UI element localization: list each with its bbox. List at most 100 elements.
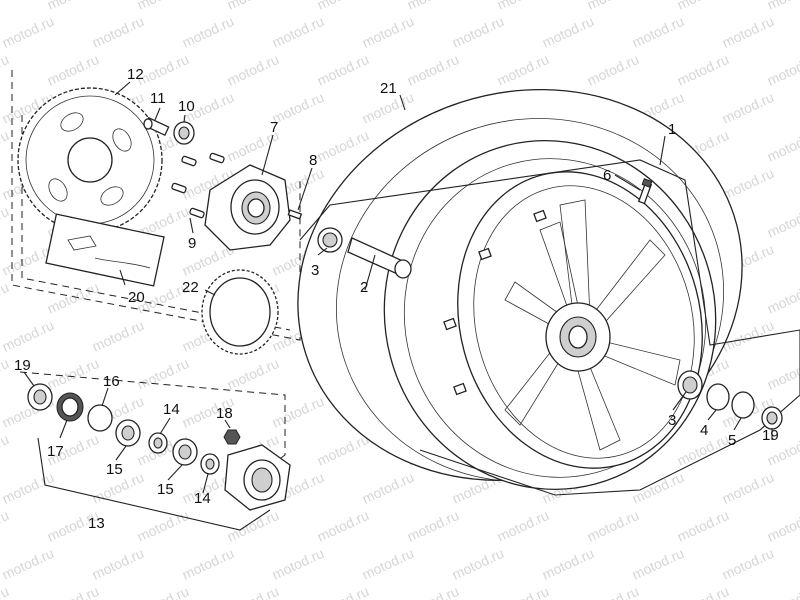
watermark-text: motod.ru [135,355,192,393]
callout-2: 2 [360,279,368,296]
nut [223,429,241,445]
watermark-text: motod.ru [585,583,642,600]
watermark-text: motod.ru [315,583,372,600]
watermark-text: motod.ru [405,583,462,600]
bearing-left [317,227,343,253]
watermark-text: motod.ru [45,0,102,13]
dust-cap-left [27,383,53,411]
watermark-text: motod.ru [540,13,597,51]
sprocket-carrier [204,164,291,251]
watermark-text: motod.ru [90,13,147,51]
watermark-text: motod.ru [450,545,507,583]
sprocket [17,87,163,233]
watermark-text: motod.ru [270,13,327,51]
watermark-text: motod.ru [0,355,11,393]
callout-3b: 3 [668,412,676,429]
watermark-text: motod.ru [630,469,687,507]
watermark-text: motod.ru [585,51,642,89]
watermark-text: motod.ru [630,545,687,583]
watermark-text: motod.ru [0,279,11,317]
watermark-text: motod.ru [720,13,777,51]
dust-cap-right [761,406,783,430]
watermark-text: motod.ru [765,279,800,317]
watermark-text: motod.ru [45,583,102,600]
watermark-text: motod.ru [765,51,800,89]
watermark-text: motod.ru [585,0,642,13]
bearing-hub-2 [172,438,198,466]
watermark-text: motod.ru [630,13,687,51]
watermark-text: motod.ru [225,583,282,600]
watermark-text: motod.ru [720,469,777,507]
abs-tone-ring [201,269,279,355]
watermark-text: motod.ru [135,583,192,600]
callout-4: 4 [700,422,708,439]
watermark-text: motod.ru [315,0,372,13]
callout-12: 12 [127,66,144,83]
watermark-text: motod.ru [180,545,237,583]
callout-6: 6 [603,167,611,184]
watermark-text: motod.ru [495,0,552,13]
watermark-text: motod.ru [495,51,552,89]
callout-19a: 19 [14,357,31,374]
watermark-text: motod.ru [495,507,552,545]
watermark-text: motod.ru [225,507,282,545]
watermark-text: motod.ru [90,545,147,583]
inner-ring-1 [148,432,168,454]
watermark-text: motod.ru [0,469,56,507]
bearing-hub-1 [115,419,141,447]
callout-7: 7 [270,119,278,136]
watermark-text: motod.ru [0,317,56,355]
oil-seal [56,392,84,422]
callout-17: 17 [47,443,64,460]
seal-ring-right [731,391,755,419]
watermark-text: motod.ru [405,51,462,89]
valve-screw [637,178,653,205]
watermark-text: motod.ru [0,13,56,51]
callout-15a: 15 [106,461,123,478]
watermark-text: motod.ru [495,583,552,600]
watermark-text: motod.ru [360,545,417,583]
callout-9: 9 [188,235,196,252]
watermark-text: motod.ru [270,545,327,583]
callout-1: 1 [668,121,676,138]
bracket-13 [37,437,271,531]
watermark-text: motod.ru [765,507,800,545]
watermark-text: motod.ru [765,583,800,600]
watermark-text: motod.ru [225,51,282,89]
watermark-text: motod.ru [675,507,732,545]
watermark-text: motod.ru [0,0,11,13]
watermark-text: motod.ru [90,317,147,355]
watermark-text: motod.ru [45,355,102,393]
callout-8: 8 [309,152,317,169]
watermark-text: motod.ru [585,507,642,545]
callout-14b: 14 [194,490,211,507]
watermark-text: motod.ru [540,545,597,583]
watermark-text: motod.ru [450,13,507,51]
callout-16: 16 [103,373,120,390]
leader-lines [23,81,773,494]
watermark-text: motod.ru [675,583,732,600]
callout-22: 22 [182,279,199,296]
group-outline-sprocket [11,70,301,341]
watermark-text: motod.ru [720,165,777,203]
callout-14a: 14 [163,401,180,418]
circlip-right [706,383,730,411]
watermark-text: motod.ru [0,431,11,469]
watermark-text: motod.ru [0,545,56,583]
watermark-text: motod.ru [45,51,102,89]
watermark-text: motod.ru [315,127,372,165]
watermark-text: motod.ru [0,203,11,241]
wheel-rim [383,140,717,490]
watermark-text: motod.ru [0,507,11,545]
watermark-text: motod.ru [0,583,11,600]
bushing [173,121,195,145]
watermark-text: motod.ru [765,355,800,393]
pin [287,209,303,220]
inner-ring-2 [200,453,220,475]
hub-body [224,444,291,511]
watermark-text: motod.ru [225,0,282,13]
callout-13: 13 [88,515,105,532]
watermark-text: motod.ru [45,279,102,317]
watermark-text: motod.ru [765,127,800,165]
